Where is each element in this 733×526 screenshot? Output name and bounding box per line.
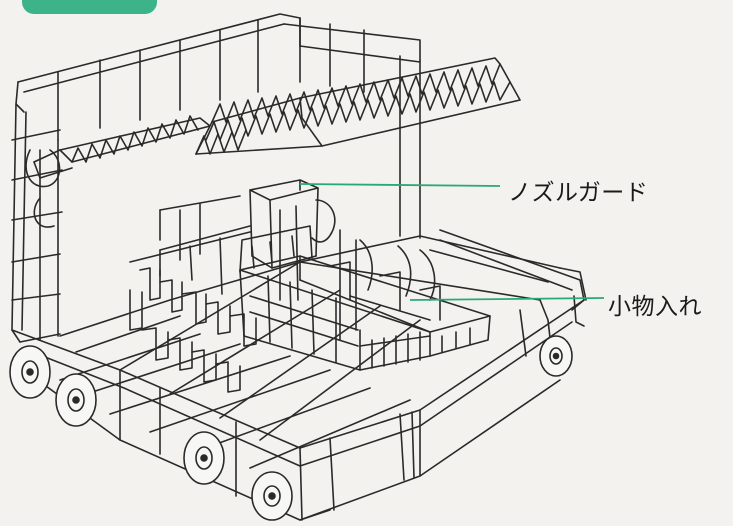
wheel	[251, 471, 293, 521]
rack-frame	[11, 13, 587, 521]
nozzle-guard-label: ノズルガード	[508, 180, 649, 206]
small-items-label: 小物入れ	[608, 294, 702, 320]
wheel	[55, 373, 97, 427]
wheel	[9, 345, 51, 399]
wheel	[539, 335, 573, 377]
small-items-leader	[409, 297, 605, 301]
header-tab	[22, 0, 157, 14]
wheels	[9, 335, 573, 521]
nozzle-guard-leader	[299, 183, 501, 187]
wheel	[183, 431, 225, 485]
